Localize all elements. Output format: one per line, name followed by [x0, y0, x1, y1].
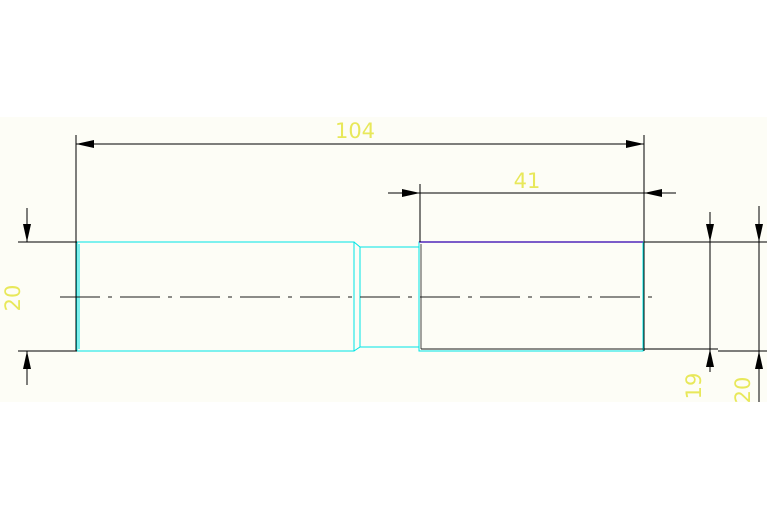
dimension-text-41: 41: [514, 169, 541, 193]
arrow-left-20-top: [23, 224, 31, 242]
dimension-overall-length: [75, 135, 645, 351]
drawing-area: [0, 117, 767, 402]
dimension-text-19: 19: [682, 373, 706, 400]
arrow-19-top: [706, 224, 714, 242]
arrow-right-104: [626, 140, 644, 148]
dimension-text-right-20: 20: [731, 377, 755, 404]
arrow-left-20-bottom: [23, 351, 31, 369]
arrow-right-20-bottom: [755, 351, 763, 369]
dimension-left-diameter: [18, 208, 77, 385]
dimension-thread-length: [388, 184, 676, 242]
dimension-right-inner-diameter: [644, 212, 718, 372]
dimension-text-104: 104: [335, 119, 375, 143]
arrow-left-104: [76, 140, 94, 148]
dimension-text-left-20: 20: [1, 285, 25, 312]
dimension-right-outer-diameter: [718, 206, 767, 402]
arrow-19-bottom: [706, 349, 714, 367]
arrow-right-20-top: [755, 224, 763, 242]
arrow-left-41: [402, 189, 420, 197]
arrow-right-41: [644, 189, 662, 197]
